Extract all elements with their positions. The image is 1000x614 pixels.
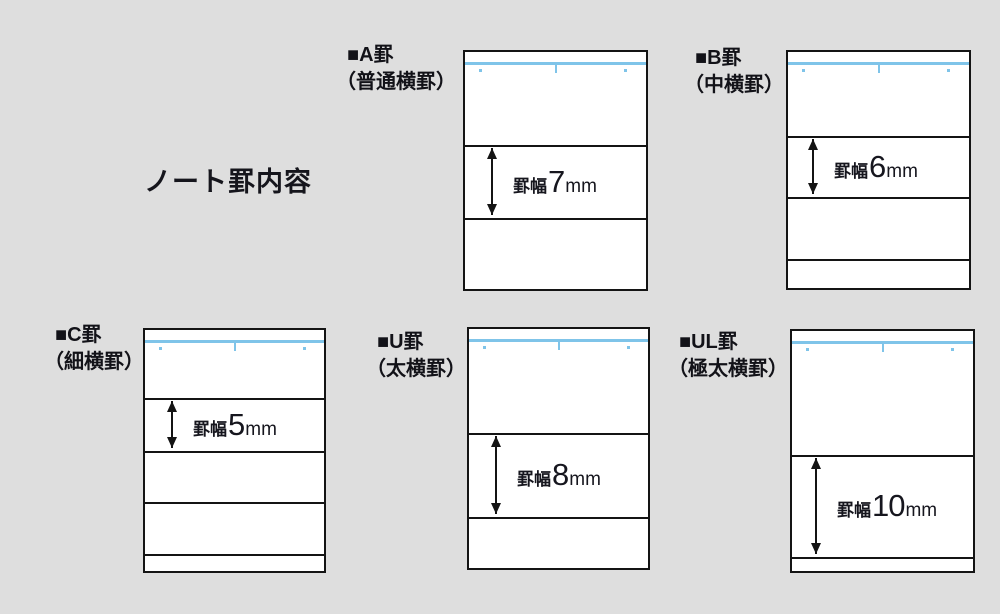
panel-u-code: ■U罫 bbox=[377, 331, 424, 353]
ruled-line bbox=[788, 259, 969, 261]
measure-prefix: 罫幅 bbox=[837, 501, 871, 520]
panel-ul-subname: （極太横罫） bbox=[668, 358, 788, 380]
panel-c-label: ■C罫 （細横罫） bbox=[44, 322, 144, 376]
panel-u-page-inner: 罫幅 8 mm bbox=[469, 329, 648, 568]
measure-unit: mm bbox=[245, 418, 277, 440]
margin-dot-icon bbox=[483, 346, 487, 349]
double-arrow-icon bbox=[808, 139, 818, 194]
ruled-line bbox=[788, 136, 969, 138]
panel-b-measure: 罫幅 6 mm bbox=[808, 138, 965, 195]
measure-prefix: 罫幅 bbox=[513, 176, 547, 196]
panel-c-notebook-page: 罫幅 5 mm bbox=[143, 328, 326, 573]
panel-u-label: ■U罫 （太横罫） bbox=[366, 329, 466, 383]
panel-ul-measure-text: 罫幅 10 mm bbox=[837, 488, 937, 524]
panel-b-code: ■B罫 bbox=[695, 47, 742, 69]
panel-ul-page-inner: 罫幅 10 mm bbox=[792, 331, 973, 571]
margin-dot-icon bbox=[802, 69, 806, 72]
measure-value: 5 bbox=[228, 406, 245, 442]
panel-a-measure: 罫幅 7 mm bbox=[487, 147, 642, 216]
measure-unit: mm bbox=[886, 160, 918, 182]
ruled-line bbox=[788, 197, 969, 199]
ruled-line bbox=[145, 398, 324, 400]
panel-c-measure-text: 罫幅 5 mm bbox=[193, 407, 277, 443]
ruled-line bbox=[465, 218, 646, 220]
panel-b-notebook-page: 罫幅 6 mm bbox=[786, 50, 971, 290]
panel-b-subname: （中横罫） bbox=[684, 74, 784, 96]
measure-prefix: 罫幅 bbox=[517, 470, 551, 489]
ruled-line bbox=[145, 451, 324, 453]
header-rule-line-icon bbox=[469, 339, 648, 342]
panel-ul-code: ■UL罫 bbox=[679, 331, 738, 353]
ruled-line bbox=[792, 455, 973, 457]
panel-ul-notebook-page: 罫幅 10 mm bbox=[790, 329, 975, 573]
header-rule-line-icon bbox=[145, 340, 324, 343]
measure-value: 6 bbox=[869, 148, 886, 184]
header-rule-line-icon bbox=[465, 62, 646, 65]
panel-a-measure-text: 罫幅 7 mm bbox=[513, 164, 597, 200]
margin-dot-icon bbox=[479, 69, 483, 72]
margin-dot-icon bbox=[159, 347, 163, 350]
header-rule-line-icon bbox=[792, 341, 973, 344]
measure-unit: mm bbox=[905, 500, 938, 521]
ruled-line bbox=[469, 433, 648, 435]
header-rule-line-icon bbox=[788, 62, 969, 65]
double-arrow-icon bbox=[491, 436, 501, 514]
measure-value: 7 bbox=[548, 163, 565, 199]
measure-prefix: 罫幅 bbox=[193, 419, 227, 439]
margin-dot-icon bbox=[947, 69, 951, 72]
ruled-line bbox=[792, 557, 973, 559]
panel-ul-measure: 罫幅 10 mm bbox=[811, 457, 969, 555]
measure-unit: mm bbox=[565, 175, 597, 197]
panel-b-page-inner: 罫幅 6 mm bbox=[788, 52, 969, 288]
center-tick-icon bbox=[881, 344, 884, 352]
panel-u-subname: （太横罫） bbox=[366, 358, 466, 380]
measure-value: 8 bbox=[552, 457, 569, 492]
panel-ul-label: ■UL罫 （極太横罫） bbox=[668, 329, 788, 383]
panel-b-measure-text: 罫幅 6 mm bbox=[834, 149, 918, 185]
measure-unit: mm bbox=[569, 469, 601, 490]
ruled-line bbox=[465, 145, 646, 147]
center-tick-icon bbox=[877, 65, 880, 73]
page-title: ノート罫内容 bbox=[144, 167, 312, 197]
margin-dot-icon bbox=[302, 347, 306, 350]
margin-dot-icon bbox=[626, 346, 630, 349]
panel-a-page-inner: 罫幅 7 mm bbox=[465, 52, 646, 289]
panel-c-page-inner: 罫幅 5 mm bbox=[145, 330, 324, 571]
panel-a-subname: （普通横罫） bbox=[336, 71, 456, 93]
ruled-line bbox=[145, 554, 324, 556]
center-tick-icon bbox=[233, 343, 236, 351]
ruled-line bbox=[469, 517, 648, 519]
double-arrow-icon bbox=[811, 458, 821, 554]
panel-u-measure-text: 罫幅 8 mm bbox=[517, 457, 601, 493]
margin-dot-icon bbox=[951, 348, 955, 351]
margin-dot-icon bbox=[806, 348, 810, 351]
panel-u-measure: 罫幅 8 mm bbox=[491, 435, 644, 515]
center-tick-icon bbox=[554, 65, 557, 73]
panel-a-notebook-page: 罫幅 7 mm bbox=[463, 50, 648, 291]
margin-dot-icon bbox=[624, 69, 628, 72]
panel-c-code: ■C罫 bbox=[55, 324, 102, 346]
panel-a-code: ■A罫 bbox=[347, 44, 394, 66]
panel-u-notebook-page: 罫幅 8 mm bbox=[467, 327, 650, 570]
panel-c-measure: 罫幅 5 mm bbox=[167, 400, 320, 449]
panel-c-subname: （細横罫） bbox=[44, 351, 144, 373]
panel-a-label: ■A罫 （普通横罫） bbox=[336, 42, 456, 96]
measure-prefix: 罫幅 bbox=[834, 161, 868, 181]
ruled-line bbox=[145, 502, 324, 504]
measure-value: 10 bbox=[872, 488, 905, 523]
center-tick-icon bbox=[557, 342, 560, 350]
panel-b-label: ■B罫 （中横罫） bbox=[684, 45, 784, 99]
double-arrow-icon bbox=[167, 401, 177, 448]
double-arrow-icon bbox=[487, 148, 497, 215]
